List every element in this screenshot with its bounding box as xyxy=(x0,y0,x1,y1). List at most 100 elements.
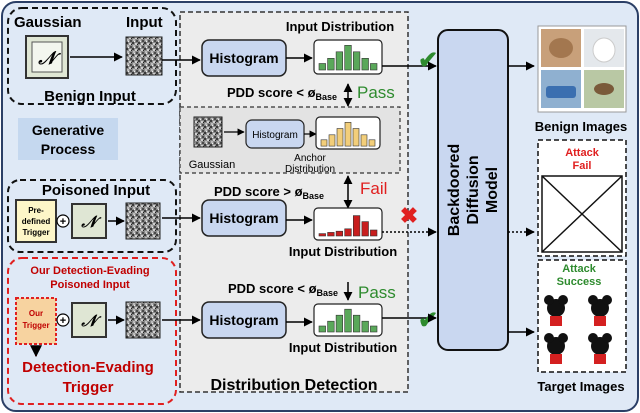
histogram-bar xyxy=(344,44,352,71)
svg-text:Success: Success xyxy=(557,276,602,288)
pass-label: Pass xyxy=(358,283,396,302)
svg-text:Histogram: Histogram xyxy=(252,130,298,141)
svg-text:Trigger: Trigger xyxy=(22,321,49,330)
predefined-trigger-box xyxy=(15,199,57,243)
svg-text:Input Distribution: Input Distribution xyxy=(289,340,397,355)
svg-text:Backdoored: Backdoored xyxy=(446,144,463,236)
svg-text:Attack: Attack xyxy=(565,147,600,159)
poisoned-input-group xyxy=(7,179,177,253)
histogram-box xyxy=(201,199,287,237)
detection-evading-trigger-label: Detection-Evading xyxy=(22,359,154,376)
svg-text:Histogram: Histogram xyxy=(209,312,278,328)
generative-process-box xyxy=(18,118,118,160)
histogram-bar xyxy=(335,230,344,237)
noise-image xyxy=(193,116,223,148)
benign-images-label: Benign Images xyxy=(535,119,627,134)
histogram-bar xyxy=(370,325,378,333)
histogram-bar xyxy=(344,308,352,333)
histogram-bar xyxy=(327,320,335,333)
anchor-histogram-bars xyxy=(320,122,376,147)
svg-text:Diffusion: Diffusion xyxy=(465,155,482,224)
cross-icon: ✖ xyxy=(400,203,418,228)
svg-text:defined: defined xyxy=(22,217,51,226)
svg-text:Anchor: Anchor xyxy=(294,153,326,164)
poisoned-input-label: Poisoned Input xyxy=(42,182,150,199)
histogram-bar xyxy=(361,221,369,237)
svg-text:Our: Our xyxy=(29,309,43,318)
gaussian-box xyxy=(71,302,107,338)
poisoned-histogram-bars xyxy=(318,215,378,237)
plus-icon xyxy=(56,313,70,327)
svg-text:Input Distribution: Input Distribution xyxy=(289,244,397,259)
input-distribution-label-top: Input Distribution xyxy=(286,19,394,34)
our-histogram-bars xyxy=(318,308,378,333)
our-poisoned-input-group xyxy=(7,257,177,405)
pass-label: Pass xyxy=(357,83,395,102)
fail-label: Fail xyxy=(360,179,387,198)
histogram-bar xyxy=(336,128,344,147)
svg-text:Model: Model xyxy=(484,167,501,213)
histogram-bar xyxy=(318,325,326,333)
plus-icon xyxy=(56,214,70,228)
check-icon: ✔ xyxy=(418,307,438,334)
histogram-bar xyxy=(344,122,352,147)
benign-input-label: Benign Input xyxy=(44,88,136,105)
gaussian-label: Gaussian xyxy=(14,14,82,31)
check-icon: ✔ xyxy=(418,47,438,74)
pdd-score-less-label: PDD score < øBase xyxy=(227,85,337,102)
noise-image xyxy=(125,36,163,76)
histogram-bar xyxy=(352,314,361,333)
histogram-bar xyxy=(352,128,360,147)
benign-histogram-bars xyxy=(318,44,378,71)
svg-text:Our Detection-Evading: Our Detection-Evading xyxy=(30,265,149,277)
svg-text:Poisoned Input: Poisoned Input xyxy=(50,279,130,291)
svg-text:Histogram: Histogram xyxy=(209,210,278,226)
histogram-bar xyxy=(368,139,376,147)
svg-text:Histogram: Histogram xyxy=(209,50,278,66)
benign-images xyxy=(537,25,627,113)
histogram-bar xyxy=(318,63,326,71)
svg-text:Gaussian: Gaussian xyxy=(189,159,235,171)
histogram-bar xyxy=(327,232,335,237)
svg-text:Pre-: Pre- xyxy=(28,206,44,215)
histogram-bar xyxy=(320,139,328,147)
gaussian-box xyxy=(71,203,107,239)
backdoored-diffusion-model-box xyxy=(437,29,509,351)
noise-image xyxy=(125,202,161,240)
distribution-detection-label: Distribution Detection xyxy=(210,377,377,394)
histogram-bar xyxy=(361,320,369,333)
svg-text:Distribution: Distribution xyxy=(285,164,335,175)
benign-input-group xyxy=(7,7,177,105)
histogram-bar xyxy=(344,228,352,237)
histogram-bar xyxy=(370,63,378,71)
model-label: Backdoored Diffusion Model xyxy=(446,144,501,236)
pdd-score-less-label: PDD score < øBase xyxy=(228,281,338,298)
histogram-bar xyxy=(327,57,335,71)
target-images-label: Target Images xyxy=(537,379,624,394)
histogram-bar xyxy=(360,134,368,147)
svg-text:Trigger: Trigger xyxy=(63,379,114,396)
target-images xyxy=(544,295,612,364)
svg-text:Trigger: Trigger xyxy=(22,228,49,237)
histogram-bar xyxy=(335,51,344,71)
histogram-bar xyxy=(352,51,361,71)
input-label: Input xyxy=(126,14,163,31)
generative-label-1: Generative xyxy=(32,122,105,138)
histogram-bar xyxy=(352,215,361,237)
svg-text:+: + xyxy=(60,216,66,228)
histogram-bar xyxy=(370,229,378,237)
histogram-bar xyxy=(328,134,336,147)
svg-text:+: + xyxy=(60,315,66,327)
histogram-bar xyxy=(335,314,344,333)
histogram-bar xyxy=(361,57,369,71)
noise-image xyxy=(125,301,161,339)
svg-text:Fail: Fail xyxy=(573,160,592,172)
generative-label-2: Process xyxy=(41,141,96,157)
normal-distribution-symbol: 𝒩 xyxy=(37,48,61,68)
svg-text:Attack: Attack xyxy=(562,263,597,275)
pdd-score-greater-label: PDD score > øBase xyxy=(214,184,324,201)
our-trigger-box xyxy=(15,297,57,345)
histogram-bar xyxy=(318,233,326,237)
